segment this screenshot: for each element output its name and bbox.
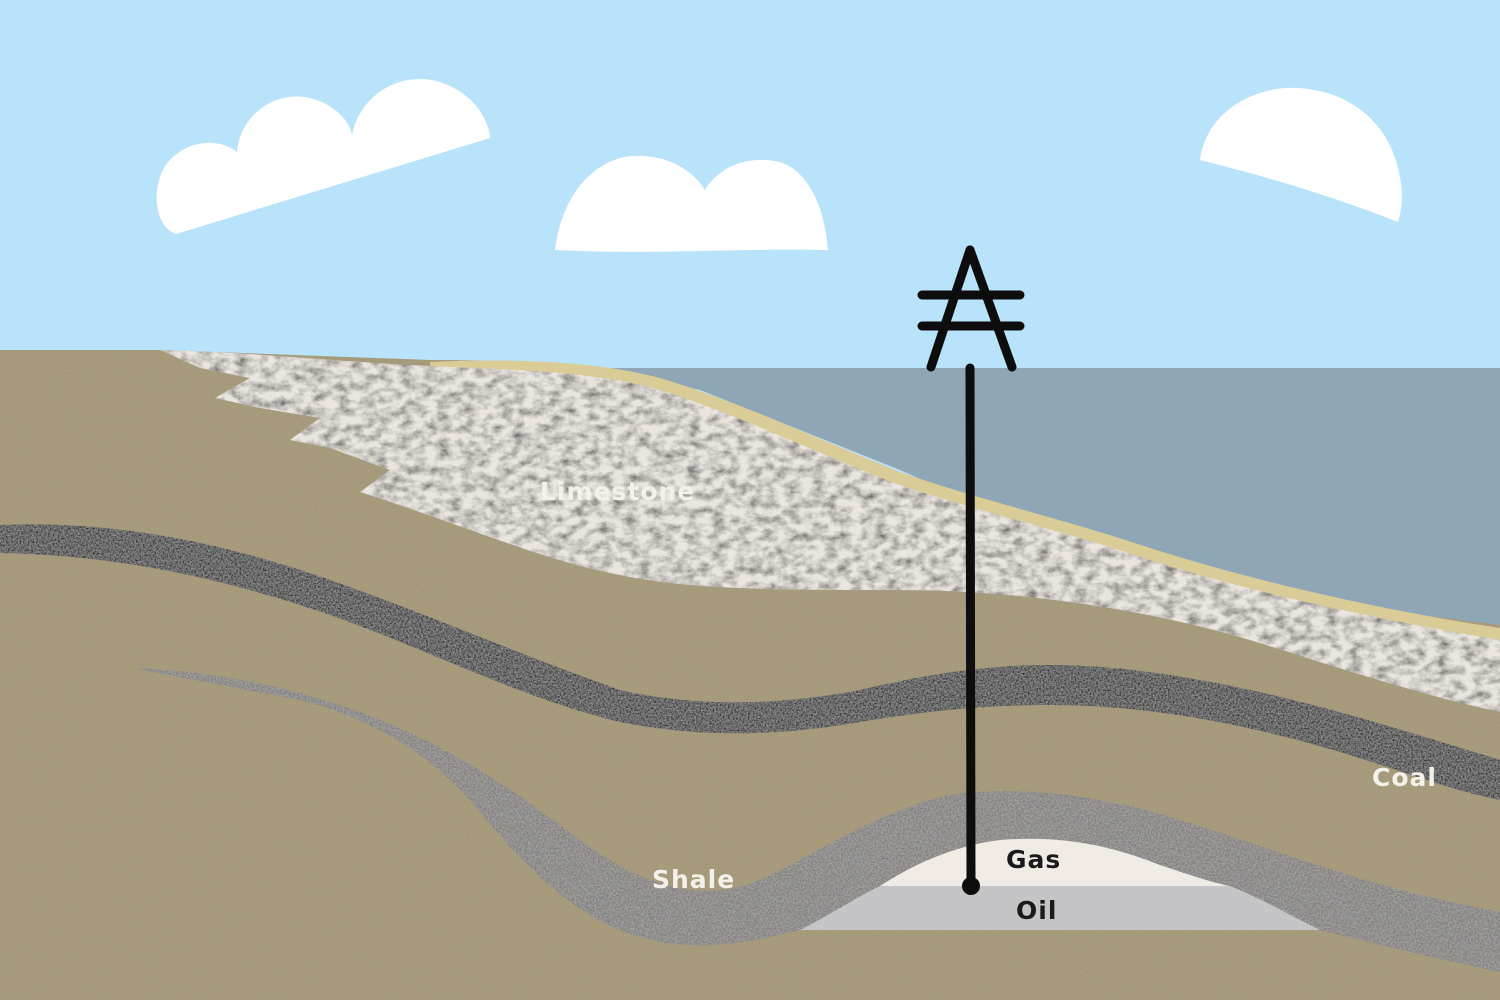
well-bore <box>965 363 976 889</box>
oil-pocket <box>800 886 1320 930</box>
sand-layer <box>430 360 1500 648</box>
drilling-rig-icon <box>917 245 1025 372</box>
cloud-left <box>156 78 491 234</box>
well-bottom-point <box>962 877 980 895</box>
sea <box>600 368 1500 640</box>
label-coal: Coal <box>1372 763 1437 792</box>
label-oil: Oil <box>1016 896 1057 925</box>
limestone-layer <box>160 350 1500 712</box>
coal-layer <box>0 524 1500 800</box>
cloud-center <box>555 155 828 252</box>
clouds <box>156 78 1402 252</box>
cloud-right <box>1200 87 1402 223</box>
label-limestone: Limestone <box>540 477 695 506</box>
label-shale: Shale <box>652 865 735 894</box>
label-gas: Gas <box>1006 845 1061 874</box>
